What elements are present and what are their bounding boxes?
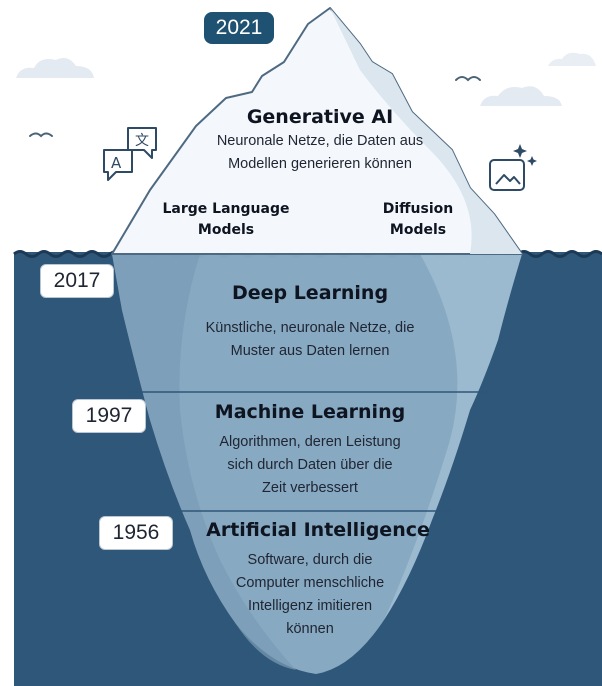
ai-image-icon	[489, 144, 537, 191]
iceberg-top-shade	[330, 8, 522, 254]
large-language-models-label: Large Language Models	[162, 201, 290, 238]
cloud-icon	[480, 86, 562, 106]
artificial-intelligence-title: Artificial Intelligence	[206, 519, 430, 541]
cloud-icon	[16, 58, 94, 78]
year-badge-1997: 1997	[72, 399, 146, 433]
machine-learning-description: Algorithmen, deren Leistung sich durch D…	[219, 434, 401, 496]
generative-ai-description: Neuronale Netze, die Daten aus Modellen …	[216, 133, 424, 172]
svg-text:A: A	[111, 154, 122, 172]
svg-text:文: 文	[135, 133, 149, 149]
diffusion-models-label: Diffusion Models	[382, 201, 454, 238]
deep-learning-description: Künstliche, neuronale Netze, die Muster …	[205, 320, 415, 359]
deep-learning-title: Deep Learning	[231, 282, 389, 304]
bird-icon	[29, 132, 53, 138]
iceberg-underwater-shade	[112, 254, 296, 670]
year-badge-1956: 1956	[99, 516, 173, 550]
bird-icon	[455, 76, 481, 82]
generative-ai-title: Generative AI	[246, 106, 394, 128]
iceberg-underwater-highlight	[384, 254, 522, 620]
year-badge-2017: 2017	[40, 264, 114, 298]
artificial-intelligence-description: Software, durch die Computer menschliche…	[235, 552, 385, 637]
translate-icon: A 文	[103, 127, 157, 181]
machine-learning-title: Machine Learning	[214, 401, 406, 423]
cloud-icon	[548, 52, 596, 66]
year-badge-2021: 2021	[204, 12, 274, 44]
